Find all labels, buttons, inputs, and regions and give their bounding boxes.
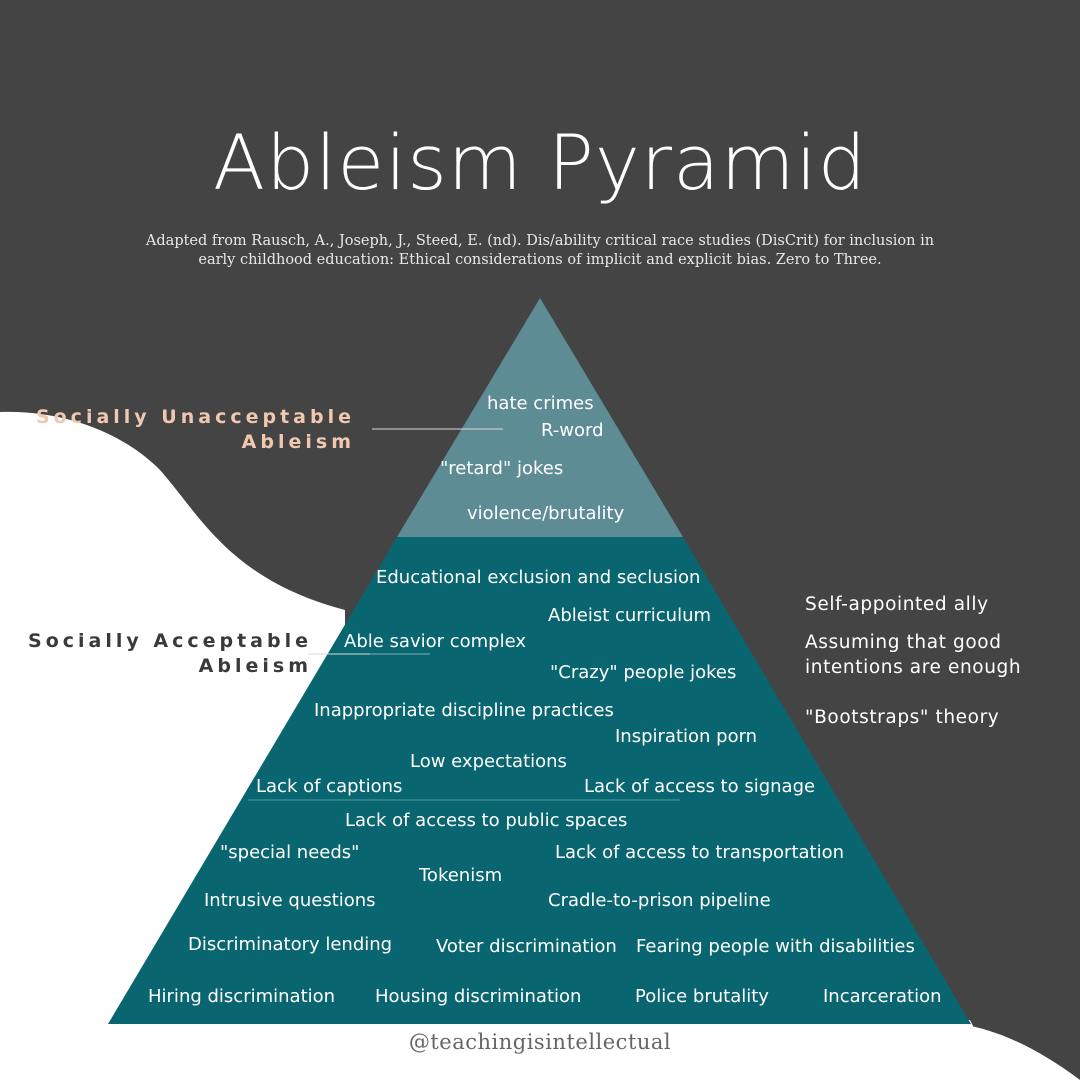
socially-unacceptable-label: Socially Unacceptable Ableism [20, 405, 355, 455]
unacceptable-label-line-2: Ableism [241, 431, 355, 453]
socially-acceptable-label: Socially Acceptable Ableism [10, 629, 312, 679]
base-item-crazy-jokes: "Crazy" people jokes [550, 662, 737, 683]
base-item-discipline: Inappropriate discipline practices [314, 700, 614, 721]
base-item-police-brutality: Police brutality [635, 986, 769, 1007]
citation-line-2: early childhood education: Ethical consi… [198, 252, 882, 268]
base-item-captions: Lack of captions [256, 776, 403, 797]
side-item-bootstraps-theory: "Bootstraps" theory [805, 707, 1000, 728]
top-item-violence: violence/brutality [467, 503, 625, 524]
top-item-r-word: R-word [541, 420, 604, 441]
base-item-low-expectations: Low expectations [410, 751, 567, 772]
base-item-incarceration: Incarceration [823, 986, 942, 1007]
page-title: Ableism Pyramid [212, 118, 868, 207]
top-item-hate-crimes: hate crimes [487, 393, 594, 414]
base-item-intrusive-questions: Intrusive questions [204, 890, 376, 911]
base-item-fearing-people: Fearing people with disabilities [636, 936, 915, 957]
base-item-cradle-to-prison: Cradle-to-prison pipeline [548, 890, 771, 911]
unacceptable-label-line-1: Socially Unacceptable [35, 406, 355, 428]
base-item-hiring-discrimination: Hiring discrimination [148, 986, 336, 1007]
base-item-ableist-curriculum: Ableist curriculum [548, 605, 712, 626]
pyramid-base-section [108, 537, 971, 1024]
acceptable-label-line-1: Socially Acceptable [28, 630, 312, 652]
base-item-signage: Lack of access to signage [584, 776, 816, 797]
acceptable-label-line-2: Ableism [198, 655, 312, 677]
top-item-retard-jokes: "retard" jokes [440, 458, 564, 479]
base-item-voter-discrimination: Voter discrimination [436, 936, 617, 957]
social-handle: @teachingisintellectual [408, 1030, 672, 1054]
base-item-transportation: Lack of access to transportation [555, 842, 845, 863]
citation: Adapted from Rausch, A., Joseph, J., Ste… [130, 232, 950, 270]
citation-line-1: Adapted from Rausch, A., Joseph, J., Ste… [145, 233, 935, 249]
base-item-discriminatory-lending: Discriminatory lending [188, 934, 393, 955]
base-item-public-spaces: Lack of access to public spaces [345, 810, 628, 831]
base-item-inspiration-porn: Inspiration porn [615, 726, 758, 747]
base-item-housing-discrimination: Housing discrimination [375, 986, 582, 1007]
base-item-tokenism: Tokenism [419, 865, 503, 886]
side-item-good-intentions: Assuming that good intentions are enough [805, 630, 1021, 680]
good-intentions-line-1: Assuming that good [805, 632, 1002, 653]
base-item-able-savior: Able savior complex [344, 631, 527, 652]
good-intentions-line-2: intentions are enough [805, 657, 1022, 678]
pyramid-top-section [397, 298, 683, 537]
base-item-special-needs: "special needs" [220, 842, 360, 863]
white-wave-bottom-band [80, 1020, 1000, 1080]
side-item-self-appointed-ally: Self-appointed ally [805, 594, 989, 615]
base-item-educational-exclusion: Educational exclusion and seclusion [376, 567, 701, 588]
